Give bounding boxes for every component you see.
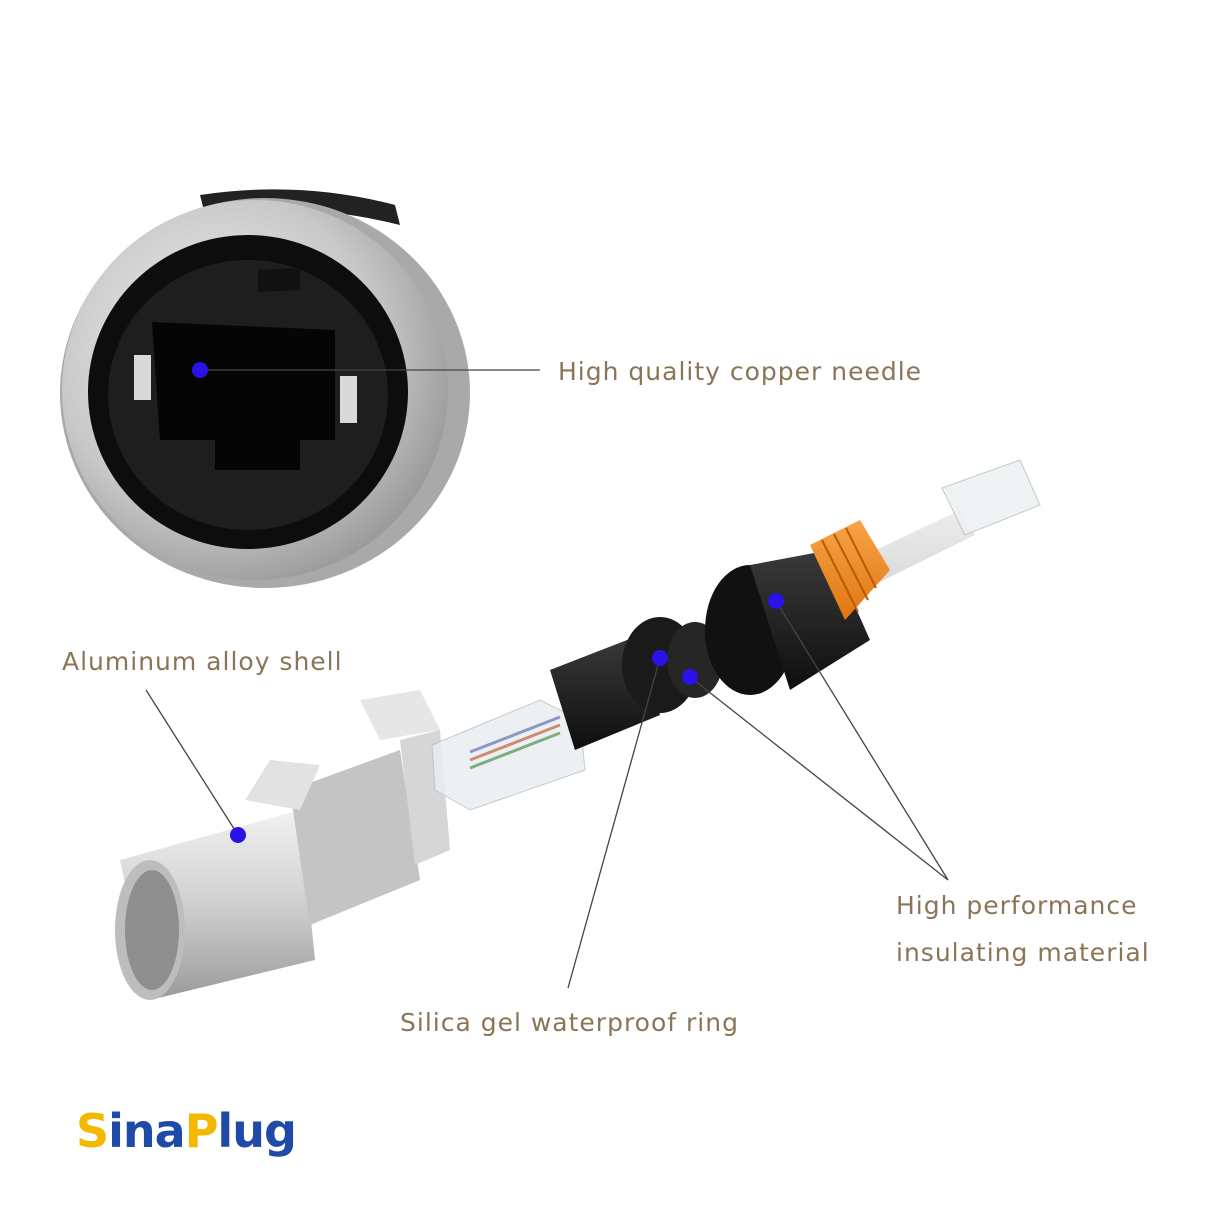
leader-lines [145, 369, 949, 989]
rj45-plug-right [941, 459, 1041, 536]
logo-s: S [76, 1104, 109, 1158]
aluminum-shell-part [115, 690, 450, 1000]
logo-ina: ina [108, 1104, 186, 1158]
round-socket [60, 189, 470, 588]
callout-insulating-line1: High performance [896, 891, 1138, 920]
marker-aluminum-shell [230, 827, 246, 843]
marker-insulating-inner [682, 669, 698, 685]
callout-waterproof-ring: Silica gel waterproof ring [400, 1008, 739, 1037]
sinaplug-logo: SinaPlug [76, 1104, 297, 1158]
gland-body [550, 617, 723, 750]
marker-copper-needle [192, 362, 208, 378]
callout-copper-needle: High quality copper needle [558, 357, 923, 386]
logo-lug: lug [217, 1104, 296, 1158]
orange-boot [810, 520, 890, 620]
callout-aluminum-shell: Aluminum alloy shell [62, 647, 343, 676]
callout-insulating-line2: insulating material [896, 938, 1150, 967]
marker-waterproof-ring [652, 650, 668, 666]
marker-insulating-outer [768, 593, 784, 609]
logo-p: P [184, 1104, 219, 1158]
rj45-plug-left [431, 699, 586, 811]
marker-dots [192, 362, 784, 843]
